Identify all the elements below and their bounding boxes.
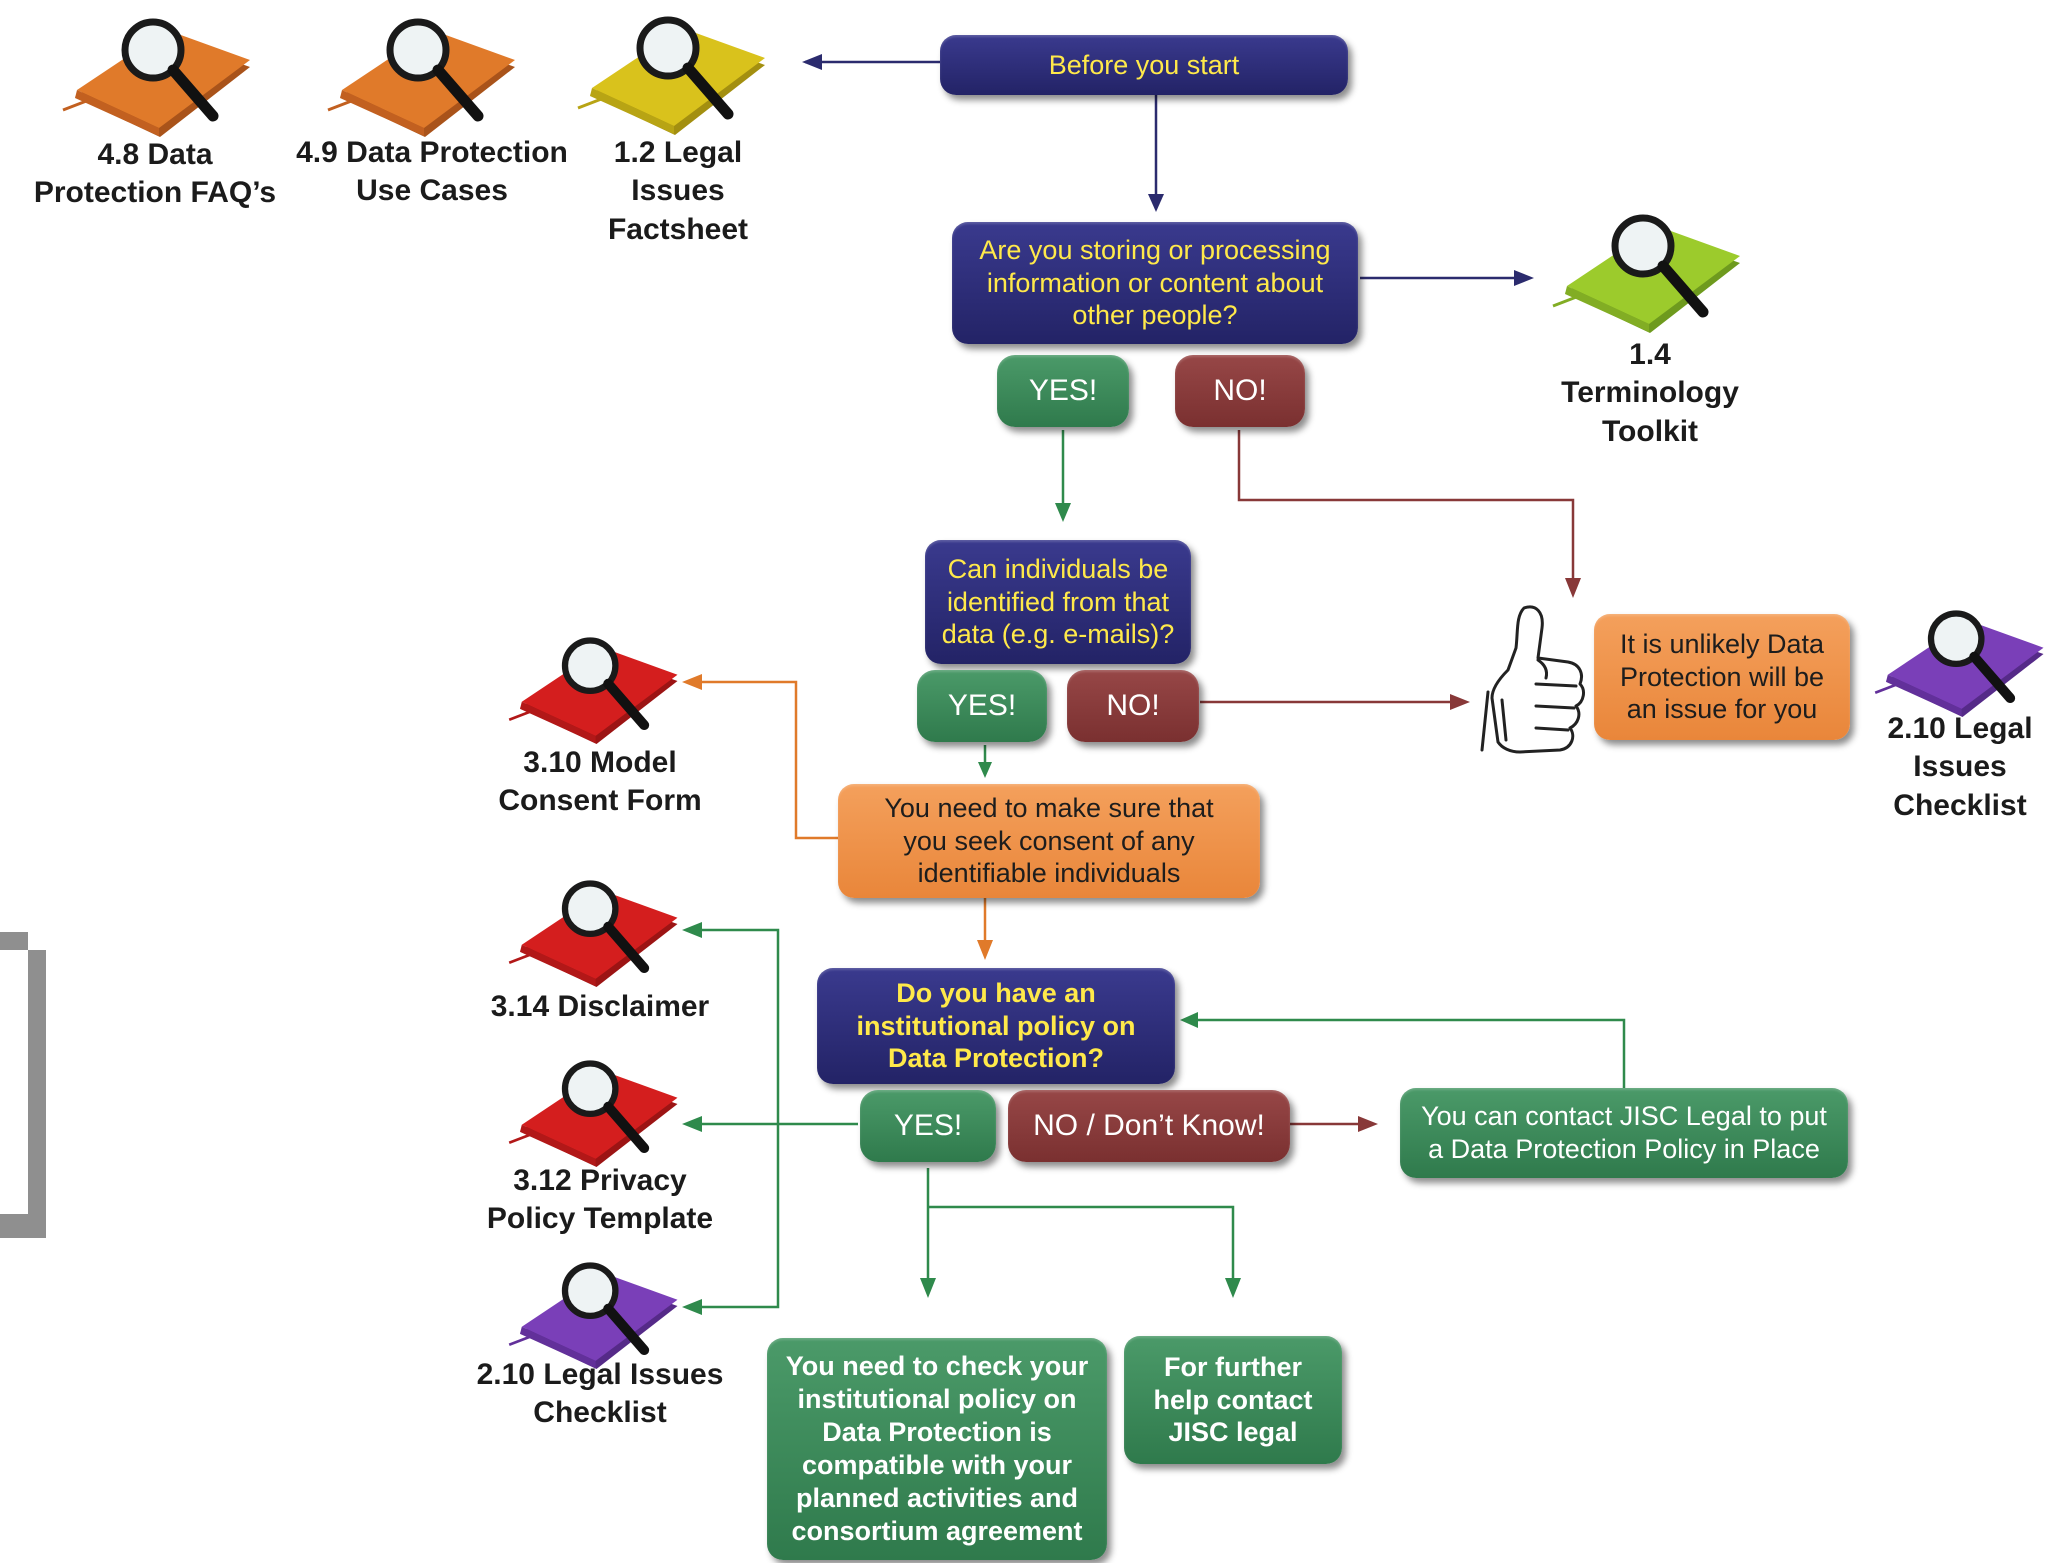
check-policy-box: You need to check your institutional pol… <box>767 1338 1107 1560</box>
q1-yes-pill: YES! <box>997 355 1129 427</box>
resource-label-dp-faq: 4.8 Data Protection FAQ’s <box>33 138 277 210</box>
question-policy-box: Do you have an institutional policy on D… <box>817 968 1175 1084</box>
book-magnifier-icon <box>508 880 678 987</box>
maroon-connectors <box>1200 430 1581 1132</box>
book-magnifier-icon <box>327 18 515 137</box>
book-magnifier-icon <box>62 18 250 137</box>
book-magnifier-icon <box>508 637 678 744</box>
book-magnifier-icon <box>508 1262 678 1369</box>
q2-no-pill: NO! <box>1067 670 1199 742</box>
book-magnifier-icon <box>1874 610 2044 717</box>
resource-label-disclaimer: 3.14 Disclaimer <box>490 990 710 1023</box>
seek-consent-box: You need to make sure that you seek cons… <box>838 784 1260 898</box>
resource-label-model-consent-form: 3.10 Model Consent Form <box>498 746 702 818</box>
question-identify-box: Can individuals be identified from that … <box>925 540 1191 664</box>
q3-no-dont-know-pill: NO / Don’t Know! <box>1008 1090 1290 1162</box>
green-connectors <box>682 430 1626 1315</box>
thumbs-up-icon <box>1480 605 1585 754</box>
resource-label-legal-checklist-left: 2.10 Legal Issues Checklist <box>476 1358 724 1430</box>
resource-label-legal-checklist-right: 2.10 Legal Issues Checklist <box>1887 712 2033 822</box>
question-storing-box: Are you storing or processing informatio… <box>952 222 1358 344</box>
q3-yes-pill: YES! <box>860 1090 996 1162</box>
resource-label-legal-factsheet: 1.2 Legal Issues Factsheet <box>607 136 749 246</box>
edge-bracket-graphic <box>0 932 46 1238</box>
q2-yes-pill: YES! <box>917 670 1047 742</box>
navy-connectors <box>802 54 1534 286</box>
unlikely-issue-box: It is unlikely Data Protection will be a… <box>1594 614 1850 740</box>
contact-jisc-policy-box: You can contact JISC Legal to put a Data… <box>1400 1088 1848 1178</box>
start-box: Before you start <box>940 35 1348 95</box>
q1-no-pill: NO! <box>1175 355 1305 427</box>
further-help-box: For further help contact JISC legal <box>1124 1336 1342 1464</box>
book-magnifier-icon <box>577 16 765 135</box>
resource-label-terminology-toolkit: 1.4 Terminology Toolkit <box>1561 338 1739 448</box>
orange-connectors <box>682 674 993 960</box>
resource-label-privacy-policy-template: 3.12 Privacy Policy Template <box>486 1164 714 1236</box>
resource-label-dp-use-cases: 4.9 Data Protection Use Cases <box>296 136 568 208</box>
book-magnifier-icon <box>508 1060 678 1167</box>
book-magnifier-icon <box>1552 214 1740 333</box>
